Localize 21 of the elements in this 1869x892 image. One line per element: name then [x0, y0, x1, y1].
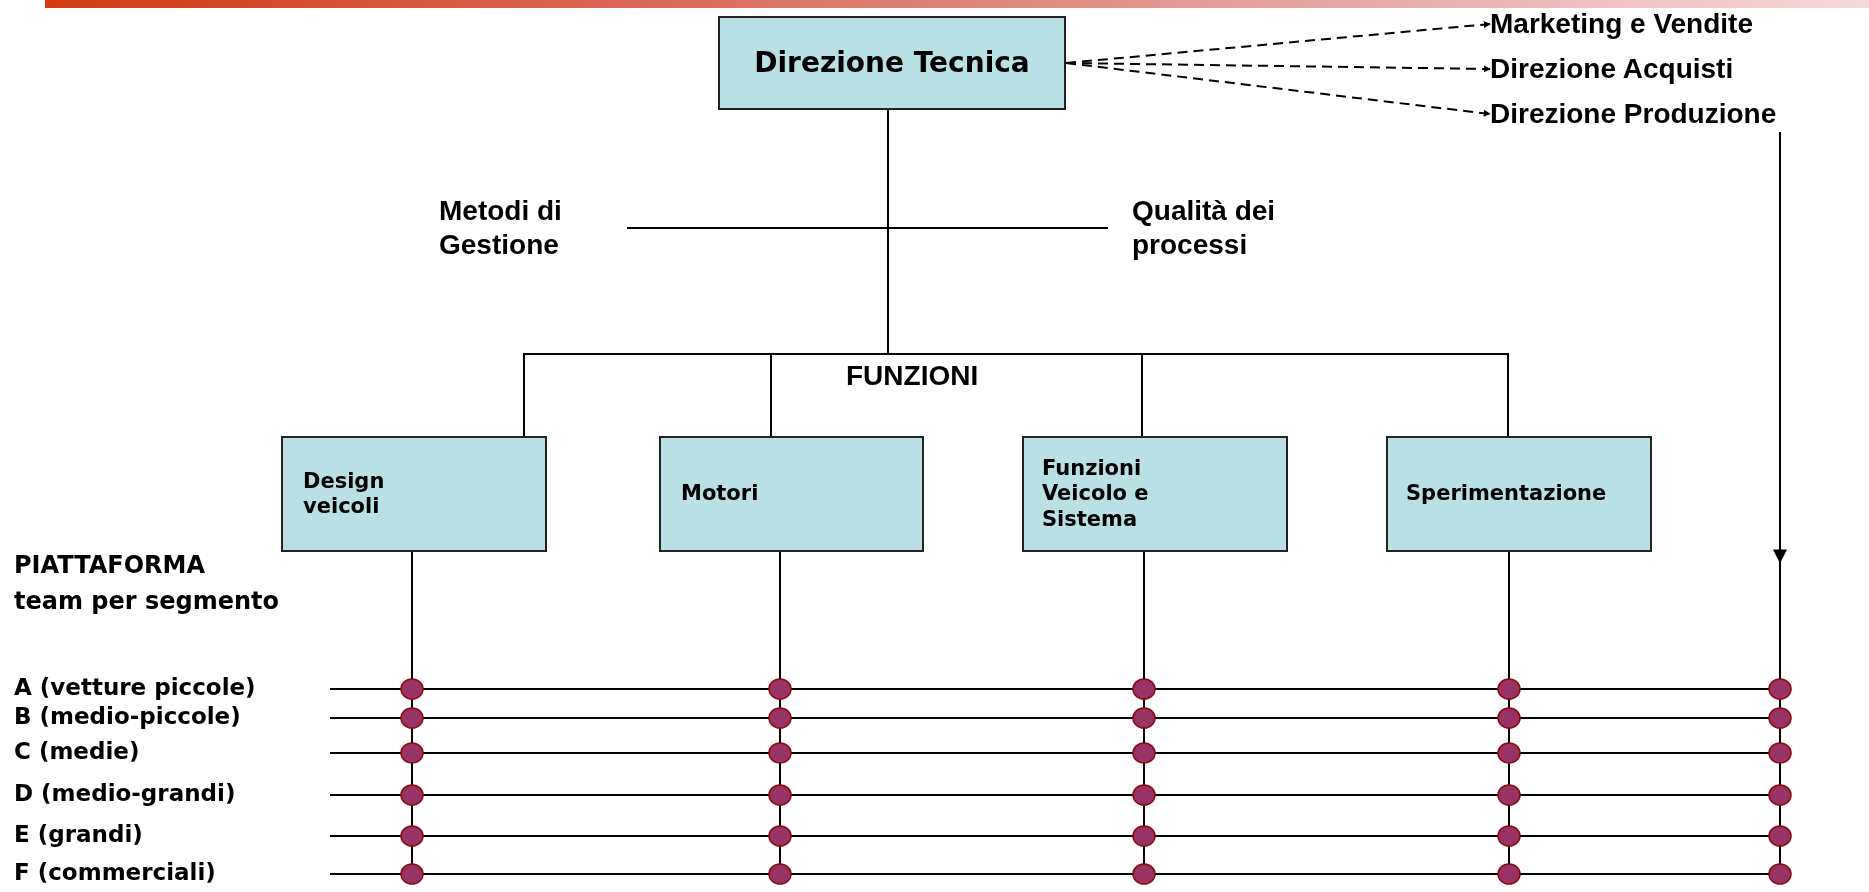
row-label: B (medio-piccole)	[14, 703, 241, 730]
org-label: Direzione Acquisti	[1490, 51, 1835, 87]
row-label: F (commerciali)	[14, 859, 216, 886]
row-label: C (medie)	[14, 738, 140, 765]
row-label: E (grandi)	[14, 821, 143, 848]
org-label: Qualità dei processi	[1108, 188, 1318, 268]
section-heading: FUNZIONI	[846, 360, 979, 393]
org-label: Metodi di Gestione	[436, 188, 627, 268]
row-label: A (vetture piccole)	[14, 674, 256, 701]
arrow	[1773, 131, 1787, 564]
row-heading: team per segmento	[14, 588, 280, 616]
org-box: Motori	[659, 436, 924, 552]
org-box: Sperimentazione	[1386, 436, 1652, 552]
org-box: Direzione Tecnica	[718, 16, 1066, 110]
org-box: Funzioni Veicolo e Sistema	[1022, 436, 1288, 552]
arrow	[1065, 62, 1491, 117]
org-label: Direzione Produzione	[1490, 96, 1866, 132]
org-box: Design veicoli	[281, 436, 547, 552]
row-heading: PIATTAFORMA	[14, 552, 205, 580]
org-label: Marketing e Vendite	[1490, 6, 1835, 42]
row-label: D (medio-grandi)	[14, 780, 236, 807]
